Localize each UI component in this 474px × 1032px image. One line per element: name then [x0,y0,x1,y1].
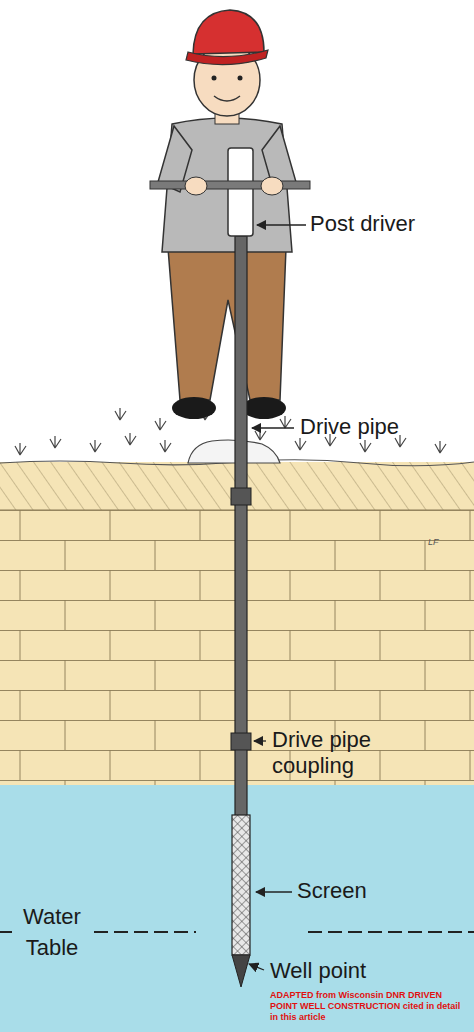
pipe-coupling [231,488,251,505]
trousers [168,248,286,400]
mouth [214,96,240,101]
cap [193,10,264,54]
saturated-zone [0,785,474,1032]
grass-tuft [155,418,166,430]
part-label: Well point [270,958,450,984]
shoe [172,397,216,419]
driver-handle [150,181,310,189]
grass-tuft [295,438,306,450]
leader-arrow [256,891,292,892]
grass-tuft [90,440,101,452]
grass-tuft [160,440,171,452]
leader-arrow [254,740,266,741]
eye [212,76,217,81]
shoe [242,397,286,419]
grass-tuft [255,428,266,440]
cap-brim [186,50,268,65]
part-label: Drive pipe coupling [272,727,442,779]
grass-tuft [360,440,371,452]
water-table-line [94,931,196,933]
grass-tuft [115,408,126,420]
leader-arrow [249,964,264,970]
well-screen [232,815,250,955]
water-table-line [308,931,474,933]
artist-signature: LF [428,537,458,548]
worker-figure [158,10,296,419]
grass-tuft [15,443,26,455]
grass-tuft [125,433,136,445]
drive-pipe [235,236,247,816]
grass-tuft [435,441,446,453]
hand [261,177,283,195]
part-label: Screen [297,878,457,904]
leader-arrow [252,427,294,428]
eye [238,76,243,81]
water-table-line [0,931,12,933]
water-table-label: Water Table [10,901,94,963]
leader-arrow [257,224,306,225]
part-label: Post driver [310,211,470,237]
spoil-mound [188,440,280,463]
part-label: Drive pipe [300,414,460,440]
grass-tuft [50,436,61,448]
pipe-coupling [231,733,251,750]
hand [185,177,207,195]
well-point [232,955,250,987]
grass-tuft [280,416,291,428]
source-note: ADAPTED from Wisconsin DNR DRIVEN POINT … [270,990,470,1023]
post-driver [228,148,253,236]
